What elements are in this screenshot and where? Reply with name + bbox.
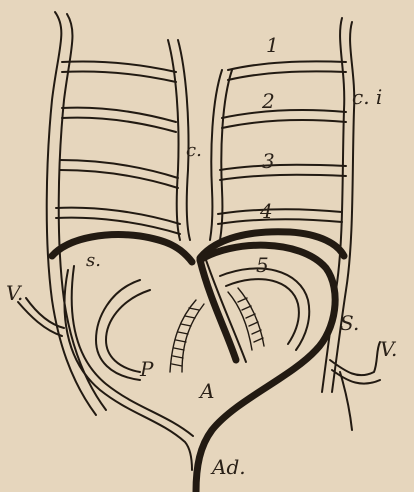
label-p: P [139, 357, 154, 381]
label-3: 3 [262, 149, 275, 173]
label-s-right: S. [340, 311, 359, 335]
label-v-right: V. [380, 337, 397, 361]
label-v-left: V. [6, 281, 23, 305]
label-c: c. [186, 140, 202, 161]
label-1: 1 [266, 33, 279, 57]
label-ci: c. i [352, 85, 382, 109]
label-a: A [198, 379, 214, 403]
label-2: 2 [261, 89, 275, 113]
label-4: 4 [259, 199, 273, 223]
label-5: 5 [256, 253, 269, 277]
label-ad: Ad. [210, 455, 246, 479]
label-s: s. [86, 250, 101, 271]
